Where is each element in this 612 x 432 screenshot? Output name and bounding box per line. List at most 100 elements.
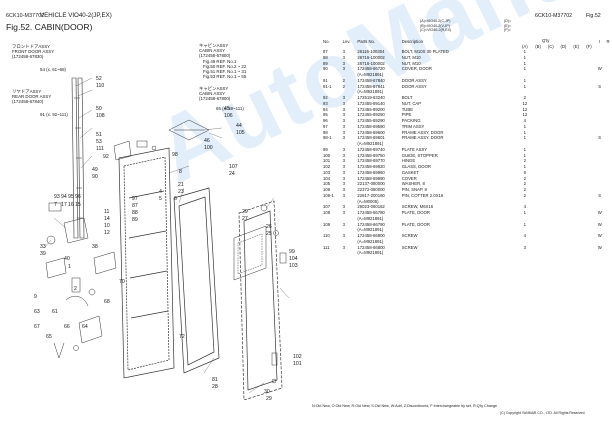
door-lock-parts <box>45 202 117 359</box>
cell-lev: 3 <box>342 112 346 118</box>
cell-q-3 <box>557 250 570 256</box>
cabin-assy-jp: キャビンASSY <box>199 42 228 48</box>
front-door-label-jp: フロントドアASSY <box>12 44 50 50</box>
cell-i: W <box>597 233 602 239</box>
cell-no: 104 <box>323 175 331 181</box>
cell-pno: 172455-89200 <box>357 106 385 112</box>
cell-pno: 172458-69750 <box>357 152 385 158</box>
header-code-left: 6CK10-M37702 <box>6 13 45 19</box>
cell-pno: 172458-69990 <box>357 175 385 181</box>
cell-desc: NUT, CAP <box>401 100 422 106</box>
cell-desc: HINGE <box>401 158 416 164</box>
cell-q-1 <box>532 250 545 256</box>
callout: 40 <box>64 256 70 262</box>
callout: 94 <box>61 194 67 200</box>
cell-lev: 3 <box>342 169 346 175</box>
cell-lev: 3 <box>342 95 346 101</box>
cell-q-0: 3 <box>523 244 527 250</box>
cell-lev: 3 <box>342 164 346 170</box>
callout: 63 <box>34 309 40 315</box>
col-i: I <box>599 38 601 44</box>
fig-ref-b: Fig.50 REF. No.2 ~ 22 <box>203 64 247 69</box>
cell-pno: 172458-66800 <box>357 244 385 250</box>
cell-pno: 172458-66720 <box>357 66 385 72</box>
callout: 5 <box>159 196 162 202</box>
cell-pno: 172458-66780 <box>357 210 385 216</box>
callout: 105 <box>236 130 245 136</box>
cell-pno: (A=M921891) <box>357 141 384 147</box>
cabin-assy2-en: CABIN ASSY <box>199 91 225 96</box>
cell-pno: 172458-69960 <box>357 169 385 175</box>
cell-q-0: 2 <box>523 175 527 181</box>
cell-q-0: 1 <box>523 152 527 158</box>
callout: 2 <box>74 286 77 292</box>
cell-desc: WASHER, 8 <box>401 181 425 187</box>
cell-lev: 3 <box>342 123 346 129</box>
table-header-row: No. Lev. Parts No. Description I R <box>323 38 612 44</box>
cell-pno: 26716-100002 <box>357 54 385 60</box>
cell-lev: 3 <box>342 106 346 112</box>
table-row: (A=M921891) <box>323 72 612 78</box>
cell-pno: (A=M921891) <box>357 89 384 95</box>
callout: 61 <box>52 309 58 315</box>
footer-legend: N:Old New, O:Old New, R:Old New, S:Old N… <box>312 404 498 408</box>
cell-q-0: 1 <box>523 164 527 170</box>
cell-lev: 3 <box>342 118 346 124</box>
cell-no: 100 <box>323 152 331 158</box>
callout: 87 <box>132 203 138 209</box>
cell-q-0: 2 <box>523 187 527 193</box>
cell-desc: SCREW <box>401 244 418 250</box>
cell-no: 108 <box>323 210 331 216</box>
callout: 26 <box>266 224 272 230</box>
cell-lev: 3 <box>342 66 346 72</box>
cell-lev <box>343 250 358 256</box>
cell-no <box>323 250 343 256</box>
cell-i: S <box>598 135 602 141</box>
cell-no: 96 <box>323 118 328 124</box>
note-91: 91 (x. 92~111) <box>40 112 68 117</box>
callout: 110 <box>96 83 104 89</box>
callout: 67 <box>34 324 40 330</box>
callout: 17 <box>61 202 67 208</box>
callout: 104 <box>289 256 298 262</box>
callout: 44 <box>236 123 242 129</box>
callout: 6 <box>174 196 177 202</box>
cell-no: 106 <box>323 187 331 193</box>
cell-lev: 3 <box>342 158 346 164</box>
model-key: (D)= <box>504 19 512 23</box>
callout: 49 <box>92 167 98 173</box>
callout: 99 <box>289 249 295 255</box>
table-row: (A=M921891) <box>323 216 612 222</box>
cell-q-0: 1 <box>523 77 527 83</box>
cell-no: 99 <box>323 146 328 152</box>
callout: 108 <box>96 113 105 119</box>
cabin-assy-en: CABIN ASSY <box>199 48 225 53</box>
callout: 21 <box>178 182 184 188</box>
callout: 93 <box>54 194 60 200</box>
qty-col-e: (E) <box>573 44 580 50</box>
cell-pno: 172458-69770 <box>357 158 385 164</box>
cell-desc: GLASS, DOOR <box>401 164 431 170</box>
cell-q-4 <box>570 250 583 256</box>
callout: 1 <box>68 264 71 270</box>
cell-q-0: 4 <box>523 118 527 124</box>
cell-no: 91 <box>323 77 328 83</box>
col-description: Description <box>401 38 423 44</box>
cell-no: 93 <box>323 100 328 106</box>
cell-q-0: 12 <box>522 112 528 118</box>
cell-no: 103 <box>323 169 331 175</box>
cell-lev: 2 <box>342 83 346 89</box>
cell-pno: 172458-66800 <box>357 233 385 239</box>
copyright: (C) Copyright YANMAR CO., LTD. All Right… <box>500 411 586 415</box>
cell-pno: (A=M921891) <box>357 250 384 256</box>
upper-small-parts <box>113 140 157 161</box>
